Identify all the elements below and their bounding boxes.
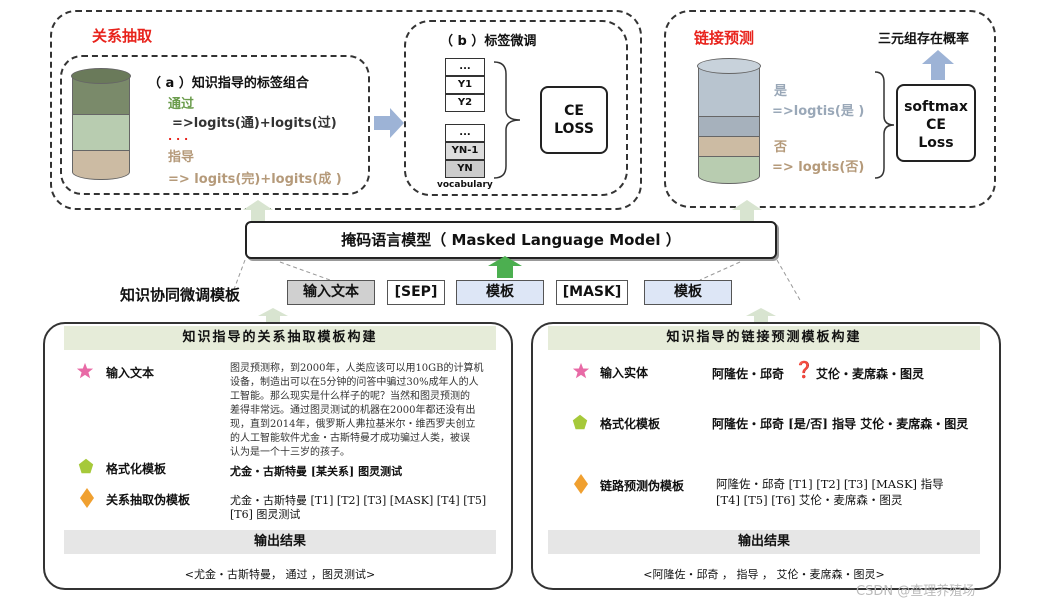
vocab-cell: YN-1 bbox=[445, 142, 485, 160]
label-finetune-region bbox=[404, 20, 628, 196]
mlm-label: 掩码语言模型（ Masked Language Model ） bbox=[341, 231, 681, 249]
paragraph-line: 现，直到2014年，俄罗斯人弗拉基米尔・维西罗夫创立 bbox=[230, 419, 476, 430]
diamond-icon bbox=[574, 474, 588, 494]
question-mark-icon: ❓ bbox=[794, 360, 814, 379]
row-value: [T4] [T5] [T6] 艾伦・麦席森・图灵 bbox=[716, 493, 903, 507]
paragraph-line: 设备，制造出可以在5分钟的问答中骗过30%成年人的人 bbox=[230, 377, 479, 388]
up-arrow-icon bbox=[746, 308, 776, 326]
row-label: 输入实体 bbox=[600, 366, 649, 380]
label-2-formula: => logits(完)+logits(成 ) bbox=[168, 172, 342, 187]
vocabulary-label: vocabulary bbox=[437, 180, 493, 190]
paragraph-line: 的人工智能软件尤金・古斯特曼才成功骗过人类，被误 bbox=[230, 433, 470, 444]
vocab-cell: Y1 bbox=[445, 76, 485, 94]
input-paragraph: 图灵预测称，到2000年，人类应该可以用10GB的计算机 设备，制造出可以在5分… bbox=[230, 362, 500, 460]
brace-icon bbox=[493, 61, 521, 179]
label-1-formula: =>logits(通)+logits(过) bbox=[172, 116, 337, 131]
triple-probability-label: 三元组存在概率 bbox=[878, 32, 970, 47]
star-icon bbox=[572, 362, 590, 379]
watermark: CSDN @查理养殖场 bbox=[856, 584, 976, 599]
panel-header: 知识指导的链接预测模板构建 bbox=[548, 326, 980, 350]
paragraph-line: 差得非常远。通过图灵测试的机器在2000年都还没有出 bbox=[230, 405, 476, 416]
row-label: 链路预测伪模板 bbox=[600, 479, 685, 493]
softmax-ce-loss-box: softmax CE Loss bbox=[896, 84, 976, 162]
token-sep: [SEP] bbox=[387, 280, 445, 305]
row-label: 输入文本 bbox=[106, 366, 155, 380]
panel-header: 知识指导的关系抽取模板构建 bbox=[64, 326, 496, 350]
no-formula: => logtis(否) bbox=[772, 160, 865, 175]
right-arrow-icon bbox=[374, 108, 404, 138]
loss-line: CE bbox=[926, 117, 946, 133]
label-combination-region bbox=[60, 55, 370, 195]
yes-label: 是 bbox=[774, 84, 788, 99]
vocab-cell: ... bbox=[445, 58, 485, 76]
paragraph-line: 图灵预测称，到2000年，人类应该可以用10GB的计算机 bbox=[230, 363, 484, 374]
relation-extraction-region bbox=[50, 10, 642, 210]
pentagon-icon bbox=[572, 414, 588, 430]
up-arrow-icon bbox=[243, 200, 273, 222]
section-a-title: （ a ）知识指导的标签组合 bbox=[148, 76, 309, 91]
paragraph-line: 认为是一个十三岁的孩子。 bbox=[230, 447, 350, 458]
stacked-cylinder-left bbox=[71, 68, 131, 186]
row-label: 格式化模板 bbox=[600, 417, 661, 431]
vocab-cell: ... bbox=[445, 124, 485, 142]
output-header: 输出结果 bbox=[64, 530, 496, 554]
loss-line: CE bbox=[564, 103, 584, 119]
up-arrow-icon bbox=[732, 200, 762, 222]
stacked-cylinder-right bbox=[697, 58, 761, 188]
connector-lines bbox=[229, 259, 801, 301]
relation-extraction-title: 关系抽取 bbox=[92, 27, 153, 45]
output-result: <阿隆佐・邱奇 ， 指导 ， 艾伦・麦席森・图灵> bbox=[643, 568, 885, 581]
ellipsis: . . . bbox=[168, 130, 189, 143]
pentagon-icon bbox=[78, 458, 94, 474]
yes-formula: =>logtis(是 ) bbox=[772, 104, 865, 119]
brace-icon bbox=[874, 71, 895, 179]
loss-line: LOSS bbox=[554, 121, 594, 137]
link-prediction-title: 链接预测 bbox=[694, 29, 755, 47]
row-value: 尤金・古斯特曼 [某关系] 图灵测试 bbox=[230, 465, 403, 478]
paragraph-line: 工智能。那么现实是什么样子的呢？当然和图灵预测的 bbox=[230, 391, 470, 402]
up-arrow-icon bbox=[922, 50, 954, 80]
loss-line: softmax bbox=[904, 99, 968, 115]
section-b-title: （ b ）标签微调 bbox=[440, 34, 537, 49]
label-1: 通过 bbox=[168, 97, 195, 112]
template-row-title: 知识协同微调模板 bbox=[120, 286, 241, 304]
diamond-icon bbox=[80, 488, 94, 508]
row-value: 阿隆佐・邱奇 [T1] [T2] [T3] [MASK] 指导 bbox=[716, 477, 944, 491]
row-value: [T6] 图灵测试 bbox=[230, 508, 301, 521]
token-input-text: 输入文本 bbox=[287, 280, 375, 305]
token-mask: [MASK] bbox=[556, 280, 628, 305]
ce-loss-box: CE LOSS bbox=[540, 86, 608, 154]
row-value: 尤金・古斯特曼 [T1] [T2] [T3] [MASK] [T4] [T5] bbox=[230, 494, 487, 507]
star-icon bbox=[76, 362, 94, 379]
vocab-cell: Y2 bbox=[445, 94, 485, 112]
vocab-cell: YN bbox=[445, 160, 485, 178]
label-2: 指导 bbox=[168, 150, 195, 165]
token-template: 模板 bbox=[644, 280, 732, 305]
row-value: 艾伦・麦席森・图灵 bbox=[816, 367, 925, 381]
row-label: 关系抽取伪模板 bbox=[106, 493, 191, 507]
output-header: 输出结果 bbox=[548, 530, 980, 554]
row-value: 阿隆佐・邱奇 [是/否] 指导 艾伦・麦席森・图灵 bbox=[712, 417, 969, 431]
masked-language-model-box: 掩码语言模型（ Masked Language Model ） bbox=[245, 221, 777, 259]
row-value: 阿隆佐・邱奇 bbox=[712, 367, 785, 381]
row-label: 格式化模板 bbox=[106, 462, 167, 476]
output-result: <尤金・古斯特曼， 通过 ，图灵测试> bbox=[184, 568, 376, 581]
token-template: 模板 bbox=[456, 280, 544, 305]
no-label: 否 bbox=[774, 140, 788, 155]
up-arrow-icon bbox=[258, 308, 288, 326]
link-prediction-region bbox=[664, 10, 996, 208]
up-arrow-icon bbox=[488, 256, 522, 278]
loss-line: Loss bbox=[918, 135, 954, 151]
